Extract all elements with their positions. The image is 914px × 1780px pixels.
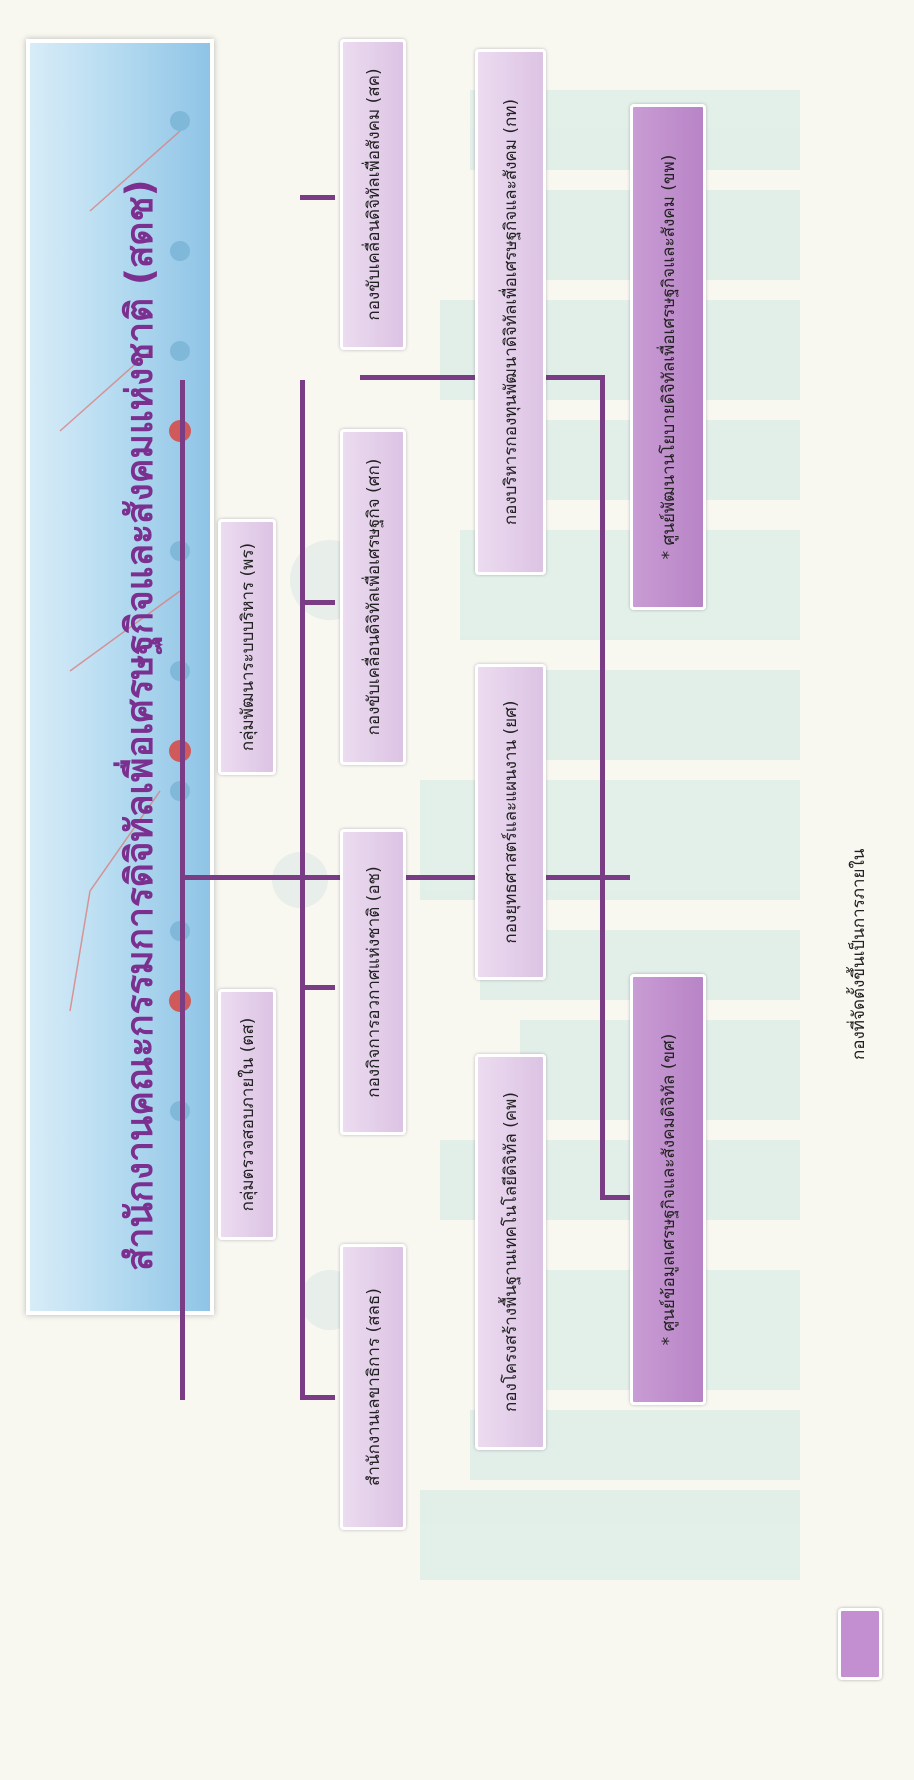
box-space-affairs: กองกิจการอวกาศแห่งชาติ (อช) [340, 829, 406, 1135]
connector-main-horizontal [180, 380, 185, 1400]
connector-bottom-horizontal [600, 380, 605, 1200]
header-banner: สำนักงานคณะกรรมการดิจิทัลเพื่อเศรษฐกิจแล… [26, 39, 214, 1315]
box-strategy-planning: กองยุทธศาสตร์และแผนงาน (ยศ) [475, 664, 546, 980]
connector-bottom-left-vertical [600, 1195, 630, 1200]
box-digital-economy: กองขับเคลื่อนดิจิทัลเพื่อเศรษฐกิจ (ศก) [340, 429, 406, 765]
legend-label: กองที่จัดตั้งขึ้นเป็นการภายใน [849, 848, 869, 1060]
box-digital-policy-center: * ศูนย์พัฒนานโยบายดิจิทัลเพื่อเศรษฐกิจแล… [630, 104, 706, 610]
box-admin-development: กลุ่มพัฒนาระบบบริหาร (พร) [218, 519, 276, 775]
box-internal-audit: กลุ่มตรวจสอบภายใน (ตส) [218, 989, 276, 1240]
connector-row2-horizontal [300, 380, 305, 1400]
connector-right-vertical [300, 195, 335, 200]
box-digital-society: กองขับเคลื่อนดิจิทัลเพื่อสังคม (สค) [340, 39, 406, 350]
page-title: สำนักงานคณะกรรมการดิจิทัลเพื่อเศรษฐกิจแล… [118, 179, 161, 1271]
box-digital-fund: กองบริหารกองทุนพัฒนาดิจิทัลเพื่อเศรษฐกิจ… [475, 49, 546, 575]
connector-left-vertical [300, 1395, 335, 1400]
connector-mid-right-vertical [300, 600, 335, 605]
box-secretary-office: สำนักงานเลขาธิการ (สลธ) [340, 1244, 406, 1530]
connector-mid-left-vertical [300, 985, 335, 990]
legend-swatch [838, 1608, 882, 1680]
box-digital-infrastructure: กองโครงสร้างพื้นฐานเทคโนโลยีดิจิทัล (คพ) [475, 1054, 546, 1450]
box-digital-data-center: * ศูนย์ข้อมูลเศรษฐกิจและสังคมดิจิทัล (ขศ… [630, 974, 706, 1405]
